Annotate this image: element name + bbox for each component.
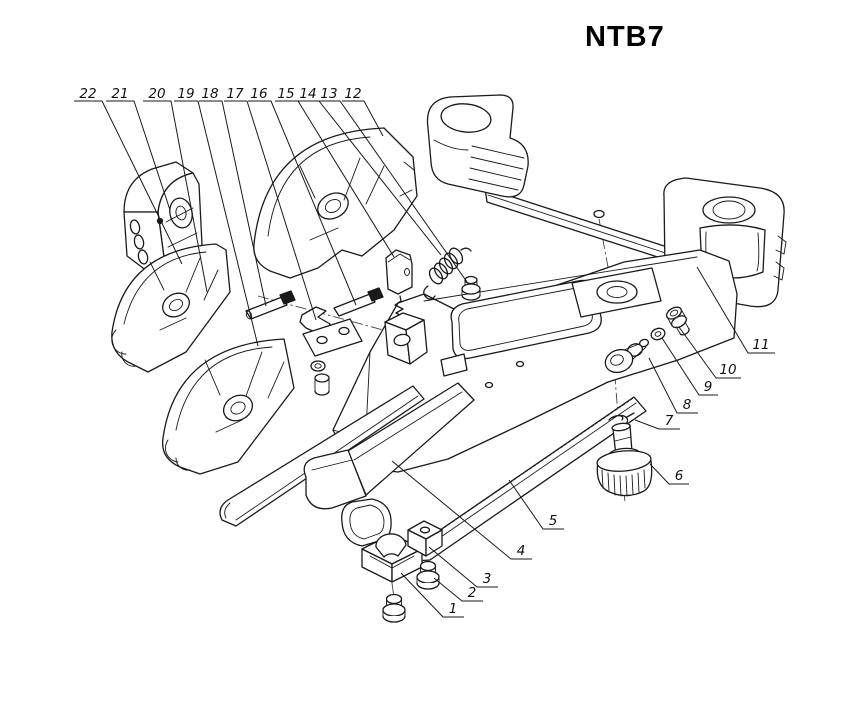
callout-18: 18 — [201, 86, 218, 102]
callout-5: 5 — [549, 513, 558, 529]
callout-19: 19 — [177, 86, 194, 102]
part-cap-plug — [461, 275, 481, 301]
part-side-cover-mid — [161, 338, 295, 475]
part-screw-front — [382, 593, 406, 623]
part-top-cover-large — [253, 127, 418, 279]
callout-6: 6 — [675, 468, 684, 484]
callout-14: 14 — [299, 86, 316, 102]
part-retaining-clip — [608, 412, 635, 425]
callout-7: 7 — [665, 413, 674, 429]
callout-9: 9 — [704, 379, 713, 395]
part-pin-long — [245, 290, 296, 320]
callout-17: 17 — [226, 86, 244, 102]
part-handle-lever-grip — [303, 382, 475, 510]
callout-3: 3 — [483, 571, 492, 587]
part-housing-block — [123, 161, 203, 272]
callout-13: 13 — [320, 86, 337, 102]
callout-21: 21 — [111, 86, 128, 102]
part-screw-rear — [416, 560, 440, 590]
part-lock-washer — [650, 327, 666, 341]
diagram-title: NTB7 — [585, 21, 665, 53]
part-gripper-block — [361, 533, 423, 583]
callout-10: 10 — [719, 362, 736, 378]
callout-16: 16 — [250, 86, 267, 102]
part-pawl-bracket — [299, 306, 363, 357]
callout-22: 22 — [79, 86, 96, 102]
part-side-cover-small — [111, 243, 231, 373]
callout-numbers: 22 21 20 19 18 17 16 15 14 13 12 11 10 9… — [79, 86, 769, 617]
callout-4: 4 — [517, 543, 526, 559]
part-small-washer — [310, 360, 326, 372]
callout-1: 1 — [449, 601, 458, 617]
part-foot-block — [407, 520, 443, 557]
part-windlass-knob — [596, 422, 653, 497]
callout-20: 20 — [148, 86, 165, 102]
leader-lines — [74, 100, 775, 618]
part-pin-short — [333, 287, 384, 317]
part-lever-head — [426, 94, 529, 198]
callout-15: 15 — [277, 86, 294, 102]
part-small-bushing — [314, 373, 330, 396]
callout-2: 2 — [468, 585, 477, 601]
part-socket-bolt — [665, 306, 690, 336]
callout-12: 12 — [344, 86, 361, 102]
part-roller-bushing — [604, 338, 650, 374]
part-pawl-block — [384, 312, 428, 365]
callout-8: 8 — [683, 397, 692, 413]
callout-11: 11 — [752, 337, 769, 353]
